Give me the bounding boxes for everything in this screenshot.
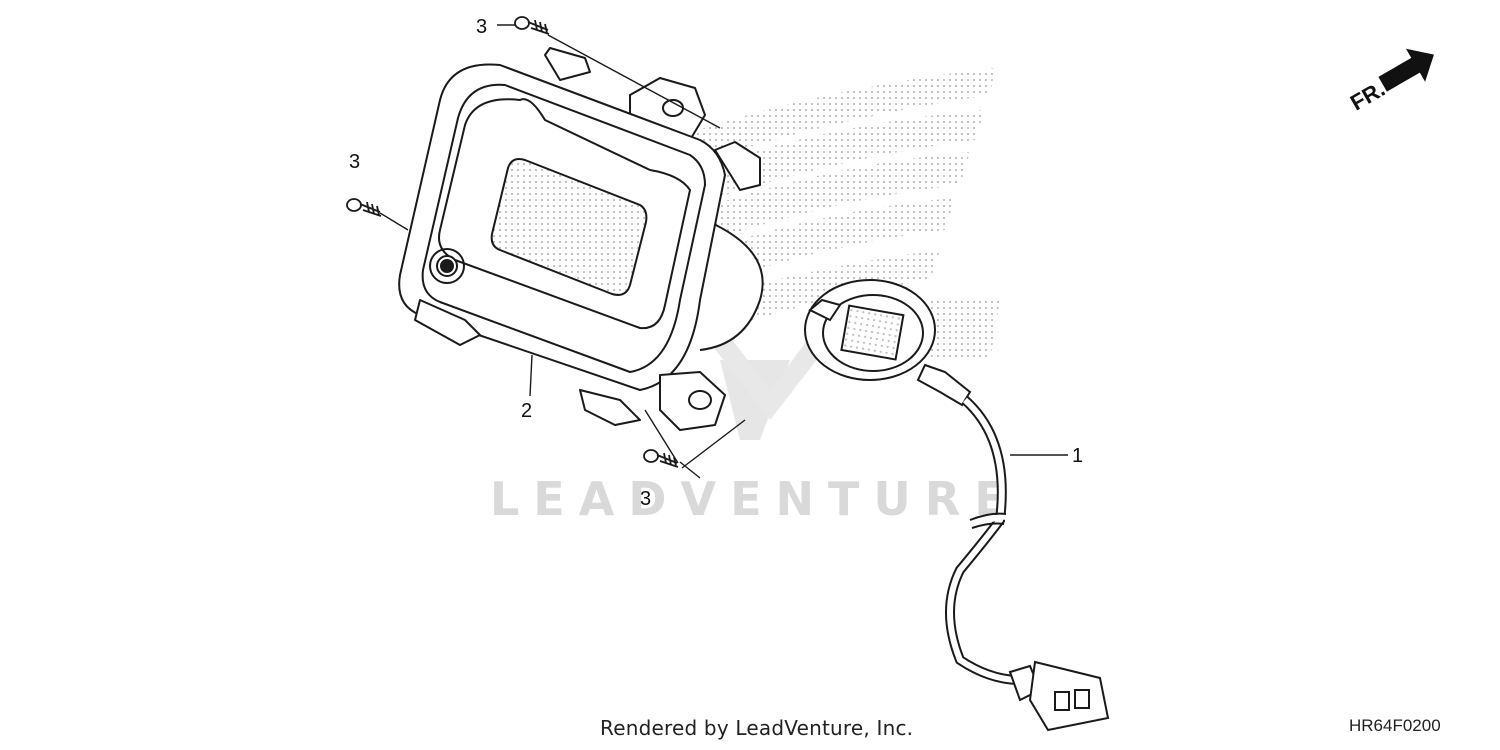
- screw-top: [514, 16, 550, 35]
- screw-bottom: [643, 449, 679, 468]
- rendered-by-credit: Rendered by LeadVenture, Inc.: [600, 716, 914, 740]
- arrow-icon: [1378, 48, 1434, 92]
- callout-screw-bottom: 3: [640, 488, 651, 510]
- diagram-code: HR64F0200: [1349, 716, 1441, 735]
- wire-harness: [804, 279, 1110, 732]
- meter-assembly: [398, 47, 764, 431]
- leader-lines: [379, 24, 1068, 479]
- callout-meter: 2: [521, 400, 532, 422]
- callout-screw-top: 3: [476, 16, 487, 38]
- callout-screw-left: 3: [349, 151, 360, 173]
- screw-left: [346, 198, 382, 217]
- watermark-text: LEADVENTURE: [490, 472, 1020, 526]
- front-direction-indicator: FR.: [1346, 48, 1434, 115]
- callout-harness: 1: [1072, 445, 1083, 467]
